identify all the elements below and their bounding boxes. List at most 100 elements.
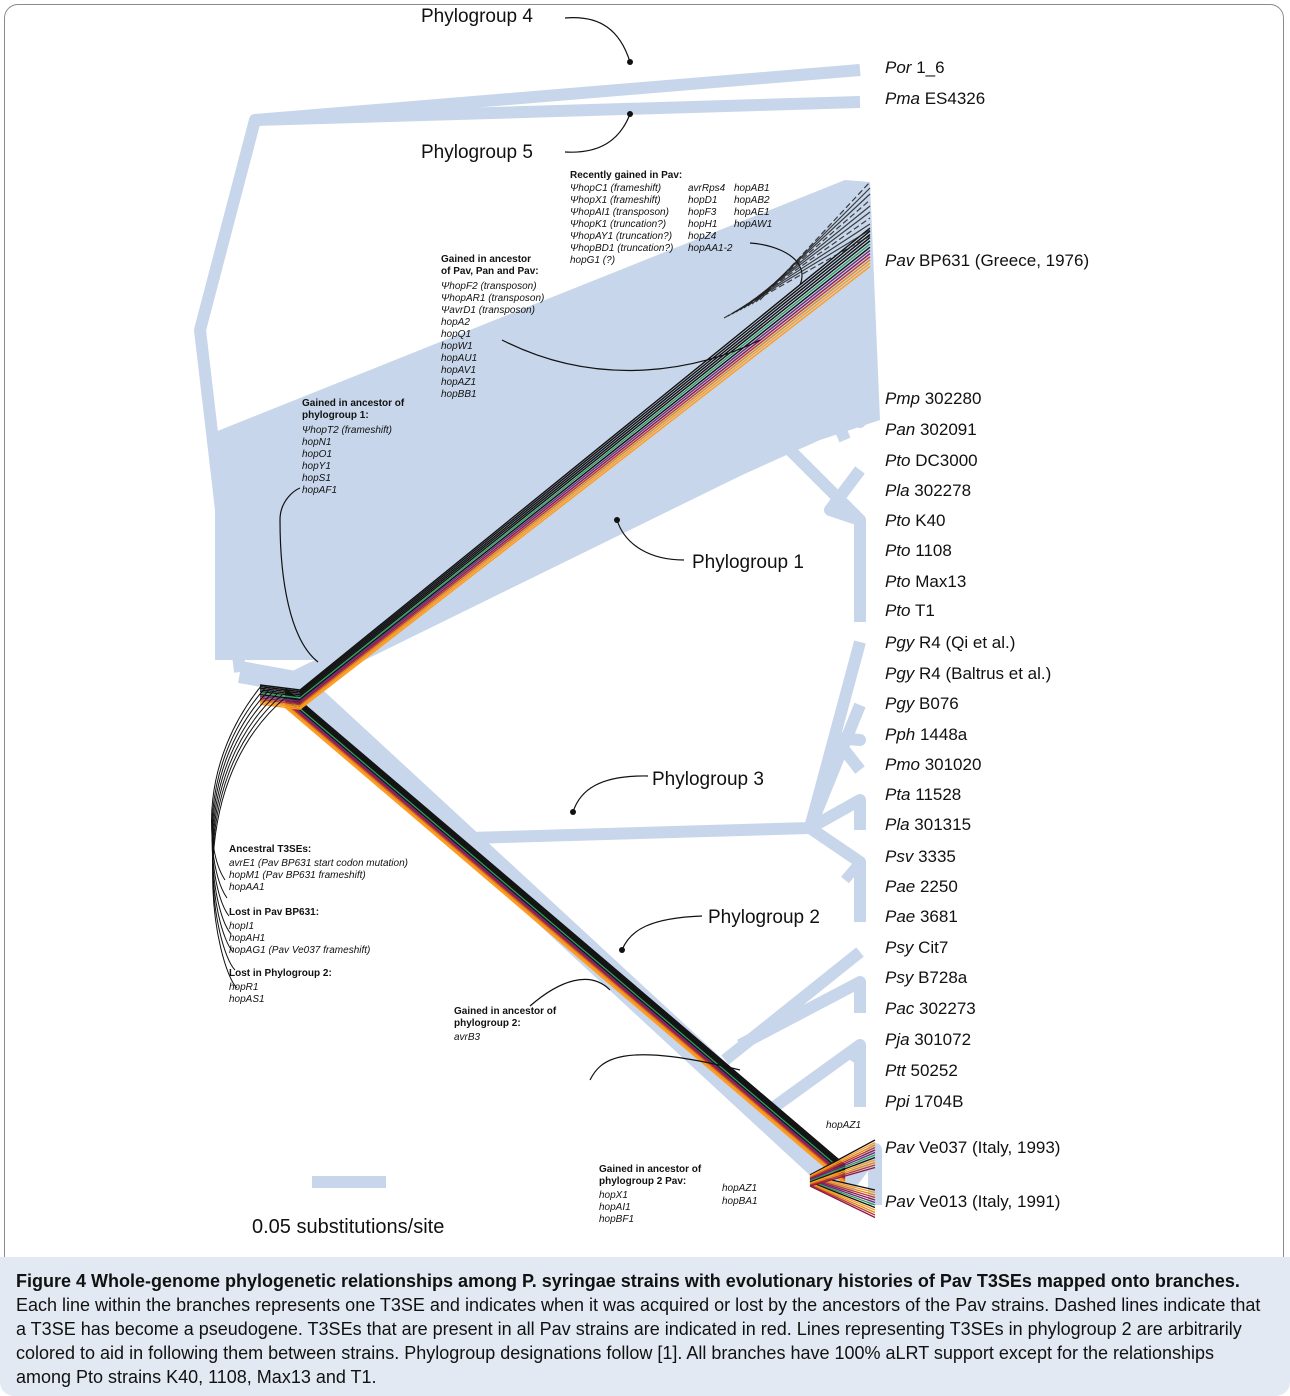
caption-body: Each line within the branches represents… bbox=[16, 1295, 1261, 1387]
phylogroup1-band bbox=[215, 180, 880, 660]
strain-species: Ptt bbox=[885, 1061, 907, 1080]
strain-label: Ptt 50252 bbox=[885, 1061, 958, 1080]
pg1-item: hopY1 bbox=[302, 461, 331, 472]
strain-label: Pto T1 bbox=[885, 601, 935, 620]
annotations: Recently gained in Pav:ΨhopC1 (frameshif… bbox=[229, 170, 861, 1225]
figure-caption: Figure 4 Whole-genome phylogenetic relat… bbox=[0, 1257, 1290, 1396]
pg2-pav-item: hopX1 bbox=[599, 1190, 628, 1201]
strain-species: Pae bbox=[885, 907, 915, 926]
t3se-line-pg1-11 bbox=[259, 262, 871, 709]
lost-bp631-item: hopAG1 (Pav Ve037 frameshift) bbox=[229, 945, 370, 956]
pg2-heading: phylogroup 2: bbox=[454, 1018, 521, 1029]
t3se-ve037-10 bbox=[809, 1164, 876, 1186]
pg4-arrow bbox=[564, 17, 631, 63]
strain-label: Por 1_6 bbox=[885, 58, 945, 77]
arrow-head-3 bbox=[570, 809, 576, 815]
strain-id: ES4326 bbox=[920, 89, 985, 108]
recent-heading: Recently gained in Pav: bbox=[570, 170, 682, 181]
t3se-ve037-9 bbox=[809, 1161, 876, 1185]
t3se-line-pg2-6 bbox=[284, 697, 846, 1176]
strain-species: Pav bbox=[885, 1192, 916, 1211]
ancestral-item: avrE1 (Pav BP631 start codon mutation) bbox=[229, 858, 408, 869]
pg1-pointer bbox=[279, 487, 319, 663]
lost-bp631-heading: Lost in Pav BP631: bbox=[229, 907, 319, 918]
t3se-line-pg2-5 bbox=[284, 695, 846, 1174]
recent-item: ΨhopAI1 (transposon) bbox=[570, 207, 669, 218]
strain-label: Pja 301072 bbox=[885, 1030, 971, 1049]
t3se-ve013-7 bbox=[809, 1181, 876, 1209]
ancestor-item: ΨhopAR1 (transposon) bbox=[441, 293, 544, 304]
t3se-ve013-9 bbox=[809, 1183, 876, 1214]
strain-id: 50252 bbox=[906, 1061, 958, 1080]
recent-item: hopAW1 bbox=[734, 219, 772, 230]
strain-species: Psy bbox=[885, 968, 915, 987]
t3se-line-pg2-12 bbox=[284, 706, 846, 1185]
t3se-line-pg1-6 bbox=[259, 246, 871, 701]
pg3-arrow bbox=[572, 775, 649, 813]
t3se-line-pg1-12 bbox=[259, 265, 871, 710]
strain-label: Pgy B076 bbox=[885, 694, 959, 713]
ancestral-arc-6 bbox=[212, 696, 287, 989]
t3se-line-pg2-4 bbox=[284, 693, 846, 1172]
strain-species: Psv bbox=[885, 847, 915, 866]
pg2-heading: Gained in ancestor of bbox=[454, 1006, 557, 1017]
phylogroup-label-pg1: Phylogroup 1 bbox=[692, 552, 804, 573]
t3se-ve013-5 bbox=[809, 1179, 876, 1204]
recent-item: hopAB1 bbox=[734, 183, 770, 194]
strain-id: T1 bbox=[911, 601, 935, 620]
ancestral-heading: Ancestral T3SEs: bbox=[229, 844, 311, 855]
pg2-pav-item: hopAI1 bbox=[599, 1202, 631, 1213]
ancestor-heading: of Pav, Pan and Pav: bbox=[441, 266, 539, 277]
ancestral-arc-0 bbox=[211, 684, 263, 881]
t3se-line-pg1-4 bbox=[259, 240, 871, 698]
strain-label: Psy Cit7 bbox=[885, 938, 948, 957]
strain-id: K40 bbox=[911, 511, 946, 530]
strain-species: Pae bbox=[885, 877, 915, 896]
recent-item: ΨhopAY1 (truncation?) bbox=[570, 231, 672, 242]
t3se-line-pg1-9 bbox=[259, 256, 871, 706]
strain-species: Pto bbox=[885, 541, 911, 560]
ve-label: hopBA1 bbox=[722, 1196, 758, 1207]
strain-label: Pan 302091 bbox=[885, 420, 977, 439]
caption-title: Figure 4 Whole-genome phylogenetic relat… bbox=[16, 1271, 1240, 1291]
branch-17 bbox=[845, 1042, 865, 1063]
scale-bar-label: 0.05 substitutions/site bbox=[252, 1216, 444, 1238]
tree-branches bbox=[194, 64, 882, 1205]
ancestral-item: hopM1 (Pav BP631 frameshift) bbox=[229, 870, 366, 881]
pg1-item: hopAF1 bbox=[302, 485, 337, 496]
strain-id: Ve037 (Italy, 1993) bbox=[914, 1138, 1060, 1157]
branch-10 bbox=[804, 732, 866, 830]
ancestral-arc-2 bbox=[211, 688, 271, 917]
strain-label: Pla 301315 bbox=[885, 815, 971, 834]
strain-label: Pla 302278 bbox=[885, 481, 971, 500]
pg1-item: hopS1 bbox=[302, 473, 331, 484]
lost-bp631-item: hopI1 bbox=[229, 921, 254, 932]
t3se-lines bbox=[211, 17, 876, 1219]
t3se-line-pg2-3 bbox=[284, 692, 846, 1171]
strain-label: Ppi 1704B bbox=[885, 1092, 963, 1111]
strain-id: 302280 bbox=[920, 389, 981, 408]
strain-id: 302091 bbox=[915, 420, 976, 439]
pg2-pointer bbox=[529, 978, 611, 1007]
strain-id: 3681 bbox=[915, 907, 958, 926]
ancestor-pointer bbox=[501, 339, 761, 371]
strain-id: B076 bbox=[914, 694, 958, 713]
strain-id: 301315 bbox=[910, 815, 971, 834]
branch-13 bbox=[841, 858, 864, 884]
strain-species: Pav bbox=[885, 1138, 916, 1157]
strain-species: Pph bbox=[885, 725, 915, 744]
branch-5 bbox=[822, 375, 836, 406]
strain-species: Por bbox=[885, 58, 913, 77]
strain-species: Pto bbox=[885, 451, 911, 470]
ancestor-item: hopAU1 bbox=[441, 353, 477, 364]
strain-species: Pto bbox=[885, 601, 911, 620]
strain-label: Pav BP631 (Greece, 1976) bbox=[885, 251, 1089, 270]
scale-bar-line bbox=[312, 1176, 386, 1188]
strain-label: Pav Ve013 (Italy, 1991) bbox=[885, 1192, 1060, 1211]
strain-label: Pto K40 bbox=[885, 511, 946, 530]
strain-species: Pla bbox=[885, 815, 910, 834]
t3se-ve037-2 bbox=[809, 1144, 876, 1178]
strain-label: Pmp 302280 bbox=[885, 389, 981, 408]
branch-8 bbox=[469, 640, 866, 844]
